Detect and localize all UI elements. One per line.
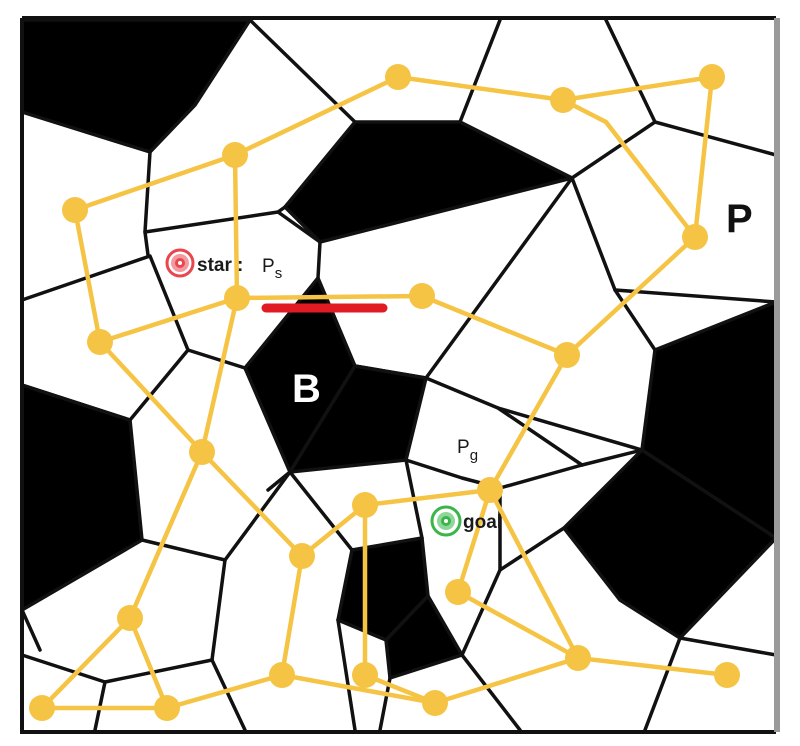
roadmap-node: [189, 439, 215, 465]
obstacle-top-middle: [285, 122, 572, 242]
cell-edges: [20, 18, 778, 732]
roadmap-node: [29, 695, 55, 721]
roadmap-node: [269, 662, 295, 688]
obstacle-top-left: [22, 20, 250, 152]
start-target-icon: [165, 248, 195, 278]
roadmap-node: [289, 543, 315, 569]
obstacle-center: [290, 366, 426, 472]
roadmap-node: [409, 283, 435, 309]
region-p-label: P: [726, 197, 753, 241]
roadmap-node: [222, 142, 248, 168]
roadmap-node: [117, 605, 143, 631]
roadmap-node: [422, 690, 448, 716]
roadmap-nodes: [29, 64, 740, 721]
roadmap-node: [565, 645, 591, 671]
obstacle-right: [642, 302, 776, 538]
obstacle-bottom-center: [338, 538, 428, 640]
roadmap-node: [445, 579, 471, 605]
obstacle-b-label: B: [292, 367, 321, 411]
ps-label: Ps: [262, 256, 282, 282]
ps-label-sub: s: [275, 265, 283, 282]
pg-label-main: P: [457, 437, 470, 458]
roadmap-node: [352, 492, 378, 518]
roadmap-node: [154, 695, 180, 721]
roadmap-node: [87, 329, 113, 355]
roadmap-node: [352, 662, 378, 688]
roadmap-node: [714, 662, 740, 688]
start-label: star: [197, 255, 232, 276]
pg-label-sub: g: [470, 447, 478, 464]
goal-label: goal: [463, 512, 502, 533]
obstacles: [22, 20, 776, 678]
obstacle-bottom-small: [386, 596, 462, 678]
pg-label: Pg: [457, 437, 478, 464]
roadmap-node: [699, 64, 725, 90]
roadmap-node: [682, 224, 708, 250]
roadmap-node: [550, 87, 576, 113]
roadmap-node: [554, 342, 580, 368]
obstacle-b: [245, 278, 355, 472]
start-label-colon: :: [237, 255, 243, 276]
goal-target-icon: [430, 505, 462, 537]
roadmap-node: [385, 64, 411, 90]
obstacle-left: [22, 385, 142, 610]
frame: [20, 16, 780, 734]
roadmap-node: [224, 285, 250, 311]
roadmap-node: [62, 197, 88, 223]
roadmap-node: [477, 477, 503, 503]
ps-label-main: P: [262, 256, 275, 277]
